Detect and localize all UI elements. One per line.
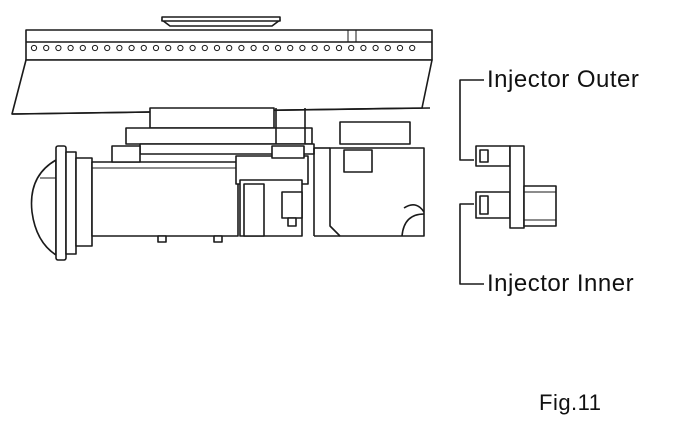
flame-ports (30, 44, 416, 52)
flame-port (128, 44, 135, 52)
flame-port (274, 44, 282, 52)
flame-port (250, 44, 257, 52)
flame-port (396, 44, 404, 52)
flame-port (201, 44, 208, 52)
leader-outer (459, 79, 484, 161)
flame-port (262, 44, 269, 52)
gas-inlet-flange (30, 145, 93, 261)
flame-port (165, 44, 172, 52)
injector-assembly (475, 145, 557, 229)
flame-port (104, 44, 111, 52)
flame-port (189, 44, 196, 52)
flame-port (409, 44, 416, 52)
flame-port (323, 44, 330, 52)
flame-port (287, 44, 294, 52)
flame-port (213, 44, 221, 52)
flame-port (384, 44, 391, 52)
flame-port (348, 44, 355, 52)
flame-port (372, 44, 379, 52)
flame-port (30, 44, 38, 52)
figure-caption: Fig.11 (539, 390, 602, 415)
flame-port (152, 44, 160, 52)
leader-inner (459, 203, 484, 285)
flame-port (311, 44, 318, 52)
flame-port (226, 44, 233, 52)
burner-cap (161, 16, 281, 27)
flame-port (79, 44, 86, 52)
flame-port (360, 44, 367, 52)
flame-port (67, 44, 74, 52)
flame-port (55, 44, 62, 52)
flame-port (238, 44, 245, 52)
flame-port (299, 44, 306, 52)
flame-port (91, 44, 99, 52)
burner-body (11, 59, 433, 155)
valve-body (91, 145, 309, 243)
flame-port (116, 44, 123, 52)
flame-port (335, 44, 343, 52)
injector-inner-label: Injector Inner (487, 270, 635, 297)
injector-outer-label: Injector Outer (487, 66, 640, 93)
injector-holder (313, 121, 425, 237)
flame-port (140, 44, 147, 52)
flame-port (177, 44, 184, 52)
flame-port (43, 44, 50, 52)
